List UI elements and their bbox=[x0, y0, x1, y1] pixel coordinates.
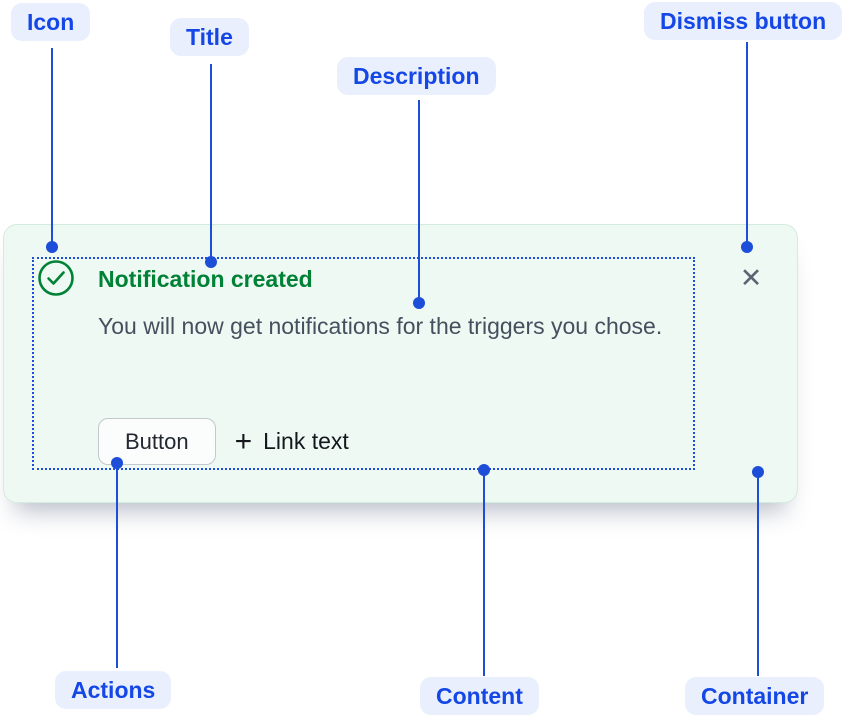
callout-container-line bbox=[757, 472, 759, 676]
close-icon: ✕ bbox=[739, 262, 763, 293]
callout-container-label: Container bbox=[685, 677, 825, 715]
callout-description-label: Description bbox=[337, 57, 496, 95]
callout-icon-line bbox=[51, 48, 53, 247]
callout-dismiss-dot bbox=[741, 241, 753, 253]
callout-description-dot bbox=[413, 297, 425, 309]
callout-content-dot bbox=[478, 464, 490, 476]
plus-icon: + bbox=[234, 424, 253, 458]
callout-actions-dot bbox=[111, 457, 123, 469]
callout-actions-label: Actions bbox=[55, 671, 172, 709]
callout-container-dot bbox=[752, 466, 764, 478]
callout-title-dot bbox=[205, 256, 217, 268]
dismiss-button[interactable]: ✕ bbox=[732, 259, 770, 297]
callout-content-line bbox=[483, 470, 485, 676]
callout-icon-label: Icon bbox=[11, 3, 91, 41]
callout-actions-line bbox=[116, 463, 118, 668]
toast-actions: Button + Link text bbox=[98, 418, 349, 465]
callout-title-line bbox=[210, 64, 212, 262]
callout-content-label: Content bbox=[420, 677, 539, 715]
callout-dismiss-label: Dismiss button bbox=[644, 2, 843, 40]
toast-description: You will now get notifications for the t… bbox=[98, 313, 663, 339]
toast-link[interactable]: + Link text bbox=[234, 424, 349, 458]
toast-container: Notification created You will now get no… bbox=[3, 224, 798, 503]
callout-dismiss-line bbox=[746, 42, 748, 247]
check-circle-icon bbox=[38, 260, 74, 296]
callout-description-line bbox=[418, 100, 420, 303]
toast-link-label: Link text bbox=[263, 428, 349, 454]
callout-title-label: Title bbox=[170, 18, 249, 56]
toast-title: Notification created bbox=[98, 266, 313, 292]
callout-icon-dot bbox=[46, 241, 58, 253]
